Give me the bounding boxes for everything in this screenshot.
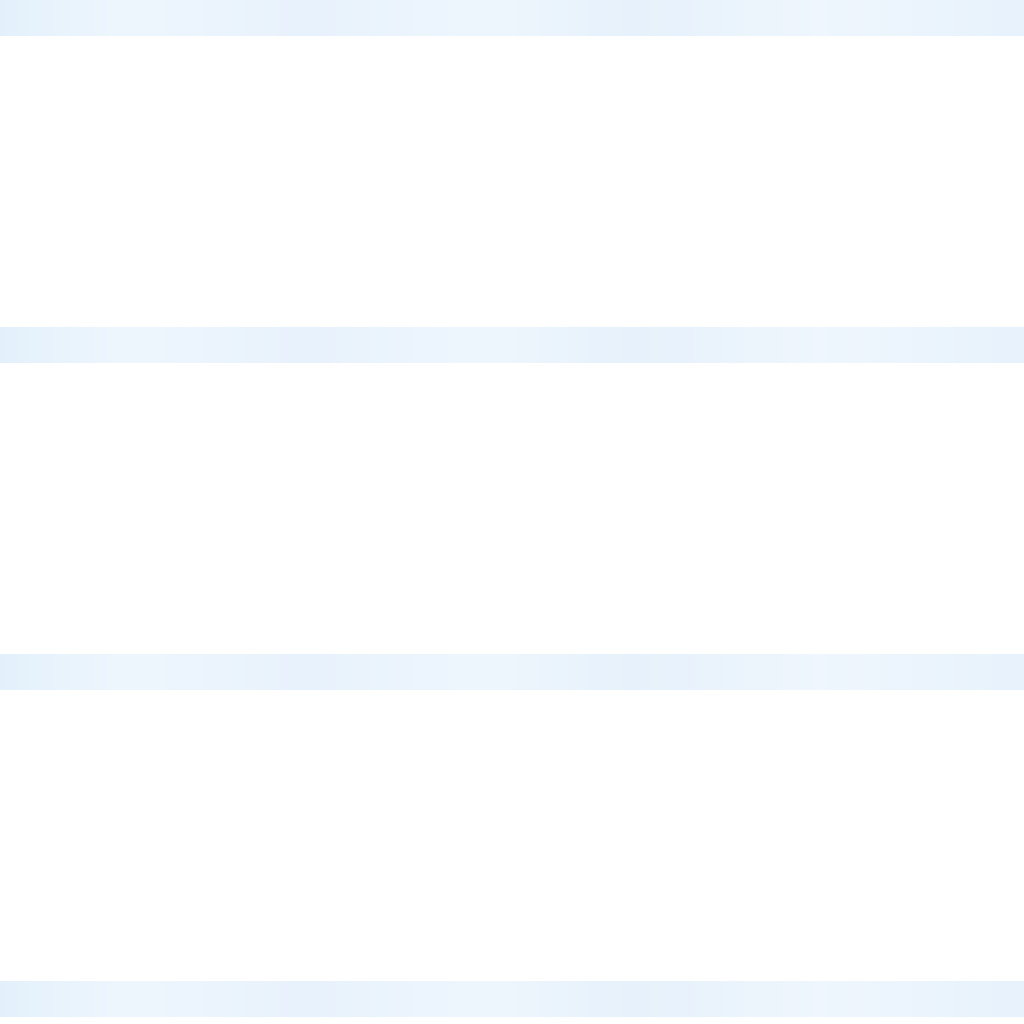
section-body-1 (0, 36, 1024, 327)
section-body-3 (0, 690, 1024, 981)
section-body-2 (0, 363, 1024, 654)
section-panel-2 (0, 327, 1024, 654)
section-header-band-3 (0, 654, 1024, 690)
section-panel-4 (0, 981, 1024, 1024)
section-header-band-4 (0, 981, 1024, 1017)
section-header-band-2 (0, 327, 1024, 363)
section-header-band-1 (0, 0, 1024, 36)
section-panel-3 (0, 654, 1024, 981)
section-panel-1 (0, 0, 1024, 327)
